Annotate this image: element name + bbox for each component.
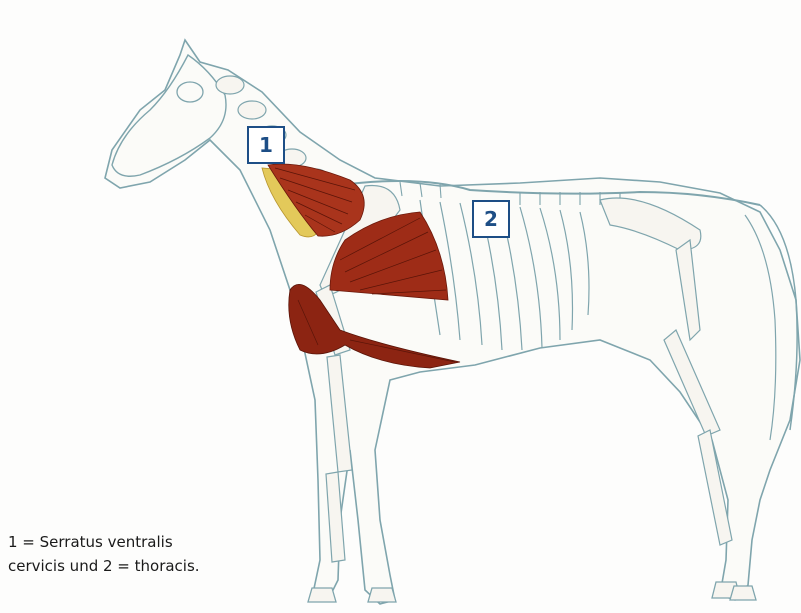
marker-2-label: 2 (484, 207, 498, 231)
muscle-marker-2: 2 (472, 200, 510, 238)
figure-caption: 1 = Serratus ventralis cervicis und 2 = … (8, 530, 268, 578)
muscle-marker-1: 1 (247, 126, 285, 164)
caption-line-1: 1 = Serratus ventralis (8, 530, 268, 554)
caption-line-2: cervicis und 2 = thoracis. (8, 554, 268, 578)
marker-1-label: 1 (259, 133, 273, 157)
